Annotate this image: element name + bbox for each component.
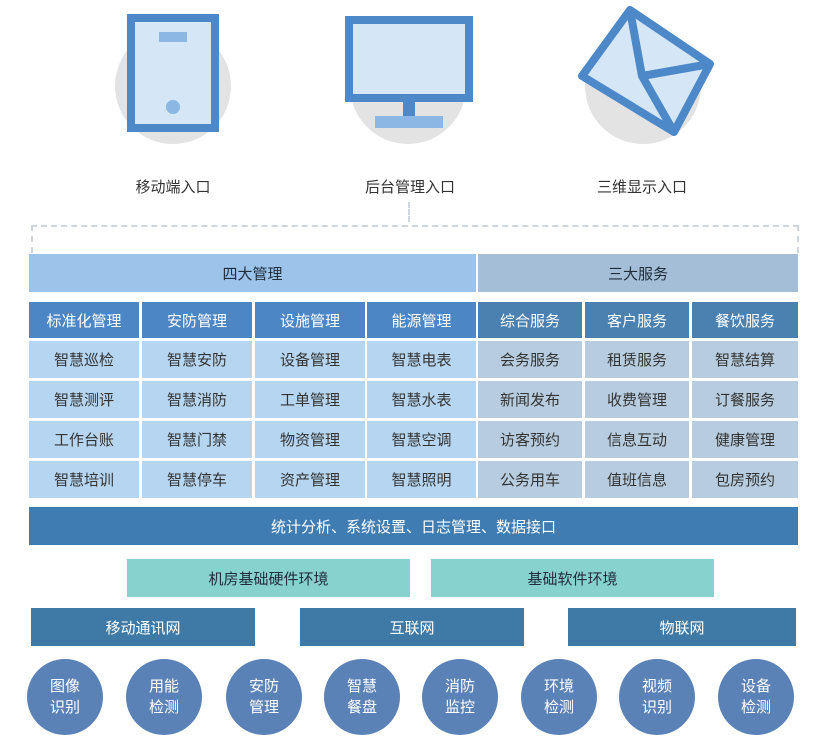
management-header: 四大管理 <box>29 254 476 292</box>
services-header: 三大服务 <box>478 254 798 292</box>
capability-line: 识别 <box>49 698 80 716</box>
services-item: 会务服务 <box>478 341 582 378</box>
services-item: 访客预约 <box>478 421 582 458</box>
capability-circle: 环境 检测 <box>521 659 597 735</box>
services-item: 新闻发布 <box>478 381 582 418</box>
management-item: 工单管理 <box>255 381 365 418</box>
capability-circle: 安防 管理 <box>226 659 302 735</box>
capability-line: 检测 <box>740 698 771 716</box>
management-item: 智慧消防 <box>142 381 252 418</box>
capability-line: 设备 <box>740 677 771 695</box>
environment-software: 基础软件环境 <box>431 559 714 597</box>
capability-line: 图像 <box>49 677 80 695</box>
dashed-frame <box>31 225 799 253</box>
management-item: 智慧门禁 <box>142 421 252 458</box>
management-item: 智慧巡检 <box>29 341 139 378</box>
capability-line: 检测 <box>543 698 574 716</box>
capability-line: 监控 <box>444 698 475 716</box>
management-item: 智慧停车 <box>142 461 252 498</box>
management-item: 智慧水表 <box>367 381 476 418</box>
services-item: 智慧结算 <box>692 341 798 378</box>
network-iot: 物联网 <box>568 608 796 646</box>
capability-line: 消防 <box>444 677 475 695</box>
stats-bar: 统计分析、系统设置、日志管理、数据接口 <box>29 507 798 545</box>
management-item: 设备管理 <box>255 341 365 378</box>
network-internet: 互联网 <box>300 608 524 646</box>
services-category: 餐饮服务 <box>692 302 798 338</box>
management-item: 智慧培训 <box>29 461 139 498</box>
network-mobile: 移动通讯网 <box>31 608 255 646</box>
management-category: 设施管理 <box>255 302 365 338</box>
capability-circle: 智慧 餐盘 <box>324 659 400 735</box>
services-item: 健康管理 <box>692 421 798 458</box>
services-item: 包房预约 <box>692 461 798 498</box>
management-category: 标准化管理 <box>29 302 139 338</box>
capability-circle: 图像 识别 <box>27 659 103 735</box>
capability-line: 用能 <box>148 677 179 695</box>
management-item: 智慧照明 <box>367 461 476 498</box>
management-item: 智慧安防 <box>142 341 252 378</box>
services-item: 公务用车 <box>478 461 582 498</box>
capability-line: 视频 <box>641 677 672 695</box>
environment-hardware: 机房基础硬件环境 <box>127 559 410 597</box>
capability-circle: 设备 检测 <box>718 659 794 735</box>
management-item: 智慧空调 <box>367 421 476 458</box>
services-category: 客户服务 <box>585 302 689 338</box>
capability-line: 智慧 <box>346 677 377 695</box>
cube-icon <box>578 6 714 136</box>
services-item: 收费管理 <box>585 381 689 418</box>
services-item: 值班信息 <box>585 461 689 498</box>
management-item: 物资管理 <box>255 421 365 458</box>
management-item: 工作台账 <box>29 421 139 458</box>
monitor-icon <box>345 16 473 128</box>
capability-line: 环境 <box>543 677 574 695</box>
capability-line: 检测 <box>148 698 179 716</box>
mobile-icon <box>127 14 219 132</box>
connector-line <box>408 202 410 222</box>
management-category: 能源管理 <box>367 302 476 338</box>
services-category: 综合服务 <box>478 302 582 338</box>
management-item: 智慧测评 <box>29 381 139 418</box>
management-category: 安防管理 <box>142 302 252 338</box>
capability-circle: 视频 识别 <box>619 659 695 735</box>
capability-line: 安防 <box>248 677 279 695</box>
capability-line: 管理 <box>248 698 279 716</box>
capability-line: 餐盘 <box>346 698 377 716</box>
services-item: 信息互动 <box>585 421 689 458</box>
services-item: 租赁服务 <box>585 341 689 378</box>
entry-label: 移动端入口 <box>135 178 211 196</box>
entry-label: 三维显示入口 <box>596 178 687 196</box>
capability-circle: 消防 监控 <box>422 659 498 735</box>
management-item: 智慧电表 <box>367 341 476 378</box>
services-item: 订餐服务 <box>692 381 798 418</box>
capability-line: 识别 <box>641 698 672 716</box>
entry-label: 后台管理入口 <box>364 178 455 196</box>
management-item: 资产管理 <box>255 461 365 498</box>
capability-circle: 用能 检测 <box>126 659 202 735</box>
